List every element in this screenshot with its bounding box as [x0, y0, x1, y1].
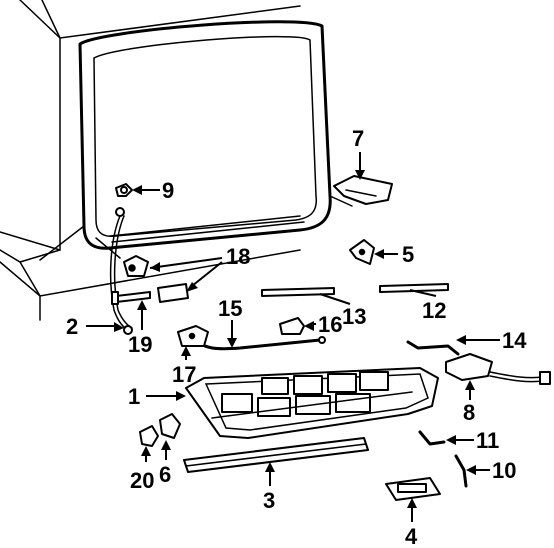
part-17-actuator — [177, 325, 209, 347]
part-15-rod — [194, 336, 326, 351]
callout-17: 17 — [172, 362, 196, 387]
part-12-rod — [379, 283, 449, 293]
part-8-motor — [445, 353, 551, 385]
vehicle-body — [0, 0, 353, 321]
callout-16: 16 — [318, 312, 342, 337]
callout-10: 10 — [492, 458, 516, 483]
part-5-hinge — [349, 239, 375, 265]
callout-5: 5 — [402, 242, 414, 267]
part-2-cable — [109, 207, 133, 335]
callout-18: 18 — [226, 244, 250, 269]
callout-13: 13 — [342, 304, 366, 329]
callout-1: 1 — [128, 384, 140, 409]
part-20-clip — [139, 425, 159, 447]
callout-7: 7 — [352, 126, 364, 151]
leader-lines — [86, 152, 500, 522]
part-3-trim — [183, 437, 369, 473]
callout-labels: 1 2 3 4 5 6 7 8 9 10 11 12 13 14 15 16 1… — [66, 126, 527, 548]
callout-19: 19 — [128, 332, 152, 357]
part-16-latch — [279, 317, 305, 335]
callout-11: 11 — [476, 428, 499, 453]
part-1-tailgate — [185, 367, 439, 439]
callout-2: 2 — [66, 314, 78, 339]
callout-20: 20 — [130, 468, 154, 493]
part-7-bracket — [333, 175, 393, 205]
callout-6: 6 — [159, 462, 171, 487]
part-9-grommet — [115, 183, 133, 197]
part-13-rod — [261, 287, 335, 297]
callout-15: 15 — [218, 296, 242, 321]
part-11-lever — [418, 430, 446, 446]
part-19-bolt — [111, 291, 151, 305]
callout-9: 9 — [162, 178, 174, 203]
callout-8: 8 — [463, 400, 475, 425]
callout-3: 3 — [263, 488, 275, 513]
callout-12: 12 — [422, 298, 446, 323]
callout-4: 4 — [405, 524, 418, 548]
part-6-clip — [159, 413, 181, 439]
callout-14: 14 — [502, 328, 527, 353]
part-18-striker — [123, 255, 189, 303]
part-10-rod — [454, 454, 468, 488]
part-14-rod — [406, 340, 460, 356]
part-4-handle — [385, 477, 441, 501]
